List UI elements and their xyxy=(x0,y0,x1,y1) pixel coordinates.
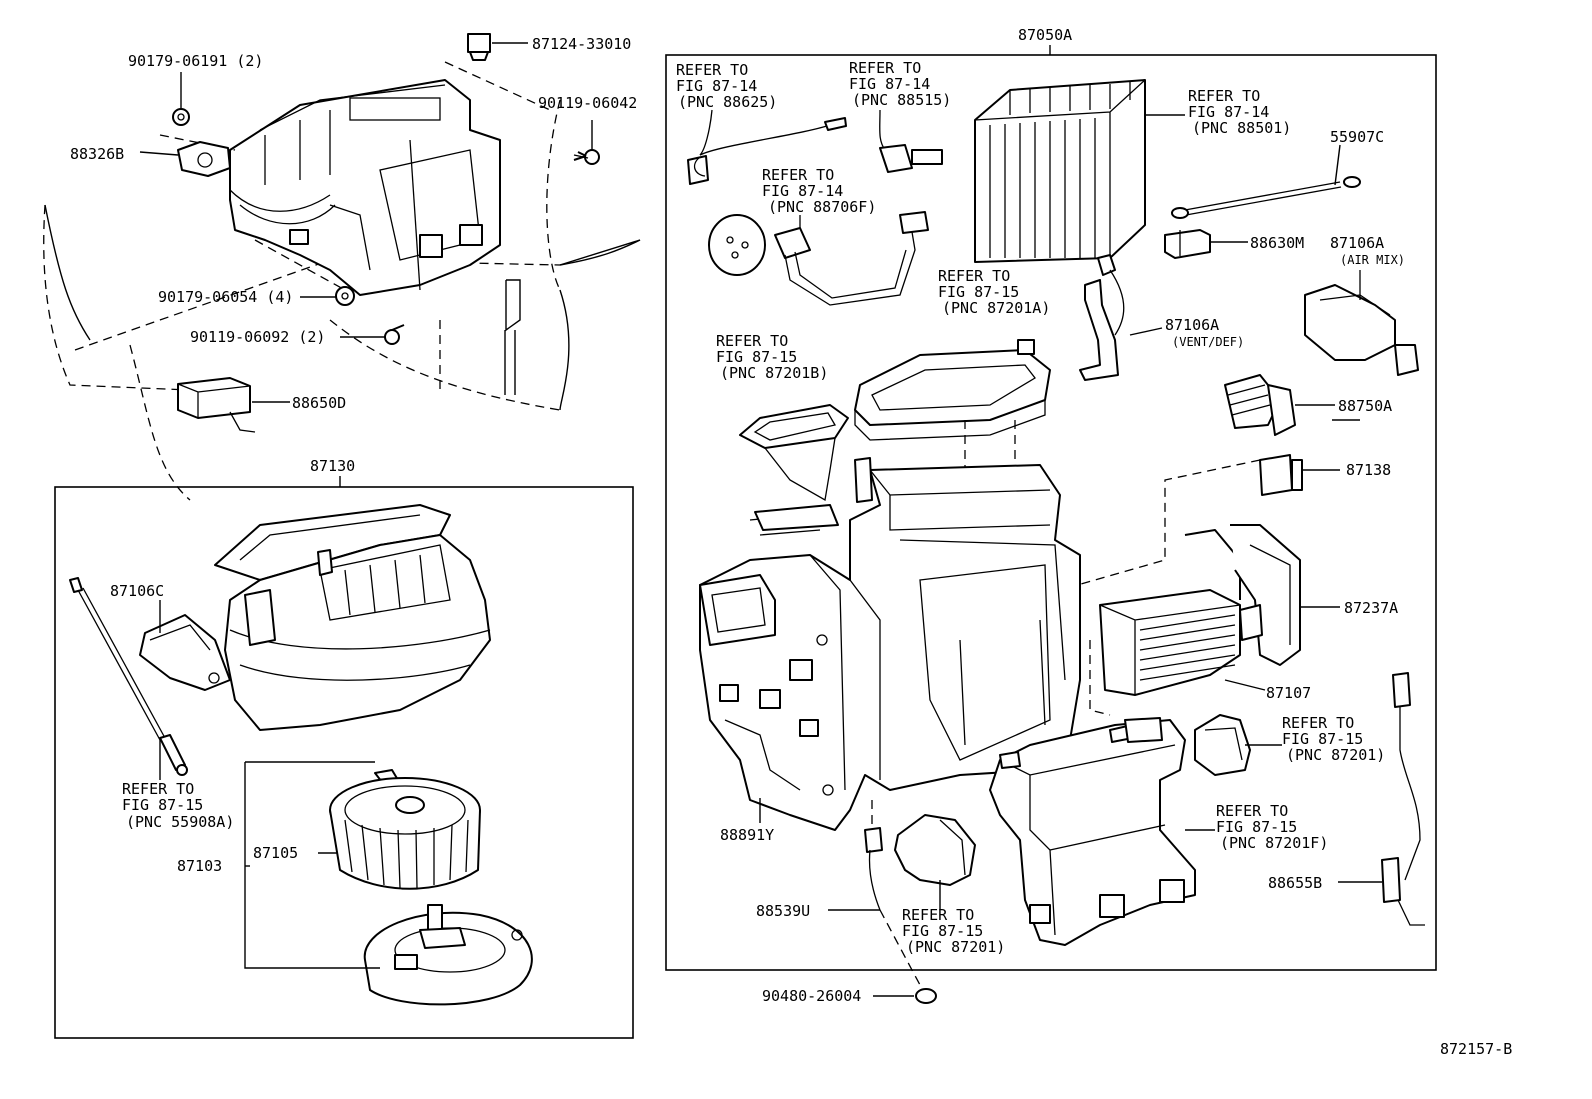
ref-88515-line3: (PNC 88515) xyxy=(852,91,951,109)
ref-87201-upper-line3: (PNC 87201) xyxy=(1286,746,1385,764)
ref-87201-lower-line3: (PNC 87201) xyxy=(906,938,1005,956)
ref-88501-line2: FIG 87-14 xyxy=(1188,103,1269,121)
label-55907c: 55907C xyxy=(1330,128,1384,146)
label-87130: 87130 xyxy=(310,457,355,475)
ref-87201b-line1: REFER TO xyxy=(716,332,788,350)
label-87107: 87107 xyxy=(1266,684,1311,702)
ref-88515-line2: FIG 87-14 xyxy=(849,75,930,93)
label-87237a: 87237A xyxy=(1344,599,1398,617)
blower-assembly xyxy=(69,504,533,1006)
label-90179-06191: 90179-06191 (2) xyxy=(128,52,263,70)
ref-88501-line3: (PNC 88501) xyxy=(1192,119,1291,137)
blower-assembly-box xyxy=(54,486,634,1039)
ref-88515-line1: REFER TO xyxy=(849,59,921,77)
unit-assembly-box xyxy=(665,54,1437,971)
ref-87201a-line3: (PNC 87201A) xyxy=(942,299,1050,317)
ref-87201a-line1: REFER TO xyxy=(938,267,1010,285)
ref-88706f-line3: (PNC 88706F) xyxy=(768,198,876,216)
ref-87201-lower-line1: REFER TO xyxy=(902,906,974,924)
label-88891y: 88891Y xyxy=(720,826,774,844)
ref-88706f-line2: FIG 87-14 xyxy=(762,182,843,200)
label-90119-06092: 90119-06092 (2) xyxy=(190,328,325,346)
label-87106c: 87106C xyxy=(110,582,164,600)
label-87124-33010: 87124-33010 xyxy=(532,35,631,53)
label-88650d: 88650D xyxy=(292,394,346,412)
figure-id: 872157-B xyxy=(1440,1040,1512,1058)
unit-assembly-parts xyxy=(687,79,1425,1004)
label-87106a-vent-def-sub: (VENT/DEF) xyxy=(1172,335,1244,349)
ref-55908a-line1: REFER TO xyxy=(122,780,194,798)
ref-87201-upper-line2: FIG 87-15 xyxy=(1282,730,1363,748)
ref-88706f-line1: REFER TO xyxy=(762,166,834,184)
label-90179-06054: 90179-06054 (4) xyxy=(158,288,293,306)
ref-88625-line2: FIG 87-14 xyxy=(676,77,757,95)
ref-87201b-line2: FIG 87-15 xyxy=(716,348,797,366)
ref-88501-line1: REFER TO xyxy=(1188,87,1260,105)
label-87106a-air-mix: 87106A xyxy=(1330,234,1384,252)
label-88326b: 88326B xyxy=(70,145,124,163)
ref-87201a-line2: FIG 87-15 xyxy=(938,283,1019,301)
label-87050a: 87050A xyxy=(1018,26,1072,44)
label-87103: 87103 xyxy=(177,857,222,875)
label-90119-06042: 90119-06042 xyxy=(538,94,637,112)
label-87106a-vent-def: 87106A xyxy=(1165,316,1219,334)
ref-87201f-line1: REFER TO xyxy=(1216,802,1288,820)
label-88539u: 88539U xyxy=(756,902,810,920)
ref-87201-lower-line2: FIG 87-15 xyxy=(902,922,983,940)
ref-88625-line3: (PNC 88625) xyxy=(678,93,777,111)
label-90480-26004: 90480-26004 xyxy=(762,987,861,1005)
label-88630m: 88630M xyxy=(1250,234,1304,252)
ref-87201b-line3: (PNC 87201B) xyxy=(720,364,828,382)
label-87105: 87105 xyxy=(253,844,298,862)
ref-55908a-line3: (PNC 55908A) xyxy=(126,813,234,831)
dash-installation-view xyxy=(43,33,641,501)
label-87138: 87138 xyxy=(1346,461,1391,479)
ref-87201f-line3: (PNC 87201F) xyxy=(1220,834,1328,852)
label-88750a: 88750A xyxy=(1338,397,1392,415)
ref-88625-line1: REFER TO xyxy=(676,61,748,79)
ref-55908a-line2: FIG 87-15 xyxy=(122,796,203,814)
label-87106a-air-mix-sub: (AIR MIX) xyxy=(1340,253,1405,267)
ref-87201-upper-line1: REFER TO xyxy=(1282,714,1354,732)
label-88655b: 88655B xyxy=(1268,874,1322,892)
ref-87201f-line2: FIG 87-15 xyxy=(1216,818,1297,836)
